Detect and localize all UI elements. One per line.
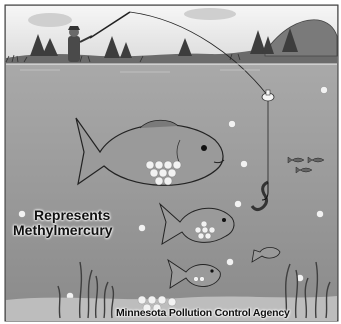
legend-label-line1: Represents	[34, 208, 110, 222]
legend-label-line2: Methylmercury	[13, 223, 113, 237]
credit-text: Minnesota Pollution Control Agency	[116, 308, 290, 319]
